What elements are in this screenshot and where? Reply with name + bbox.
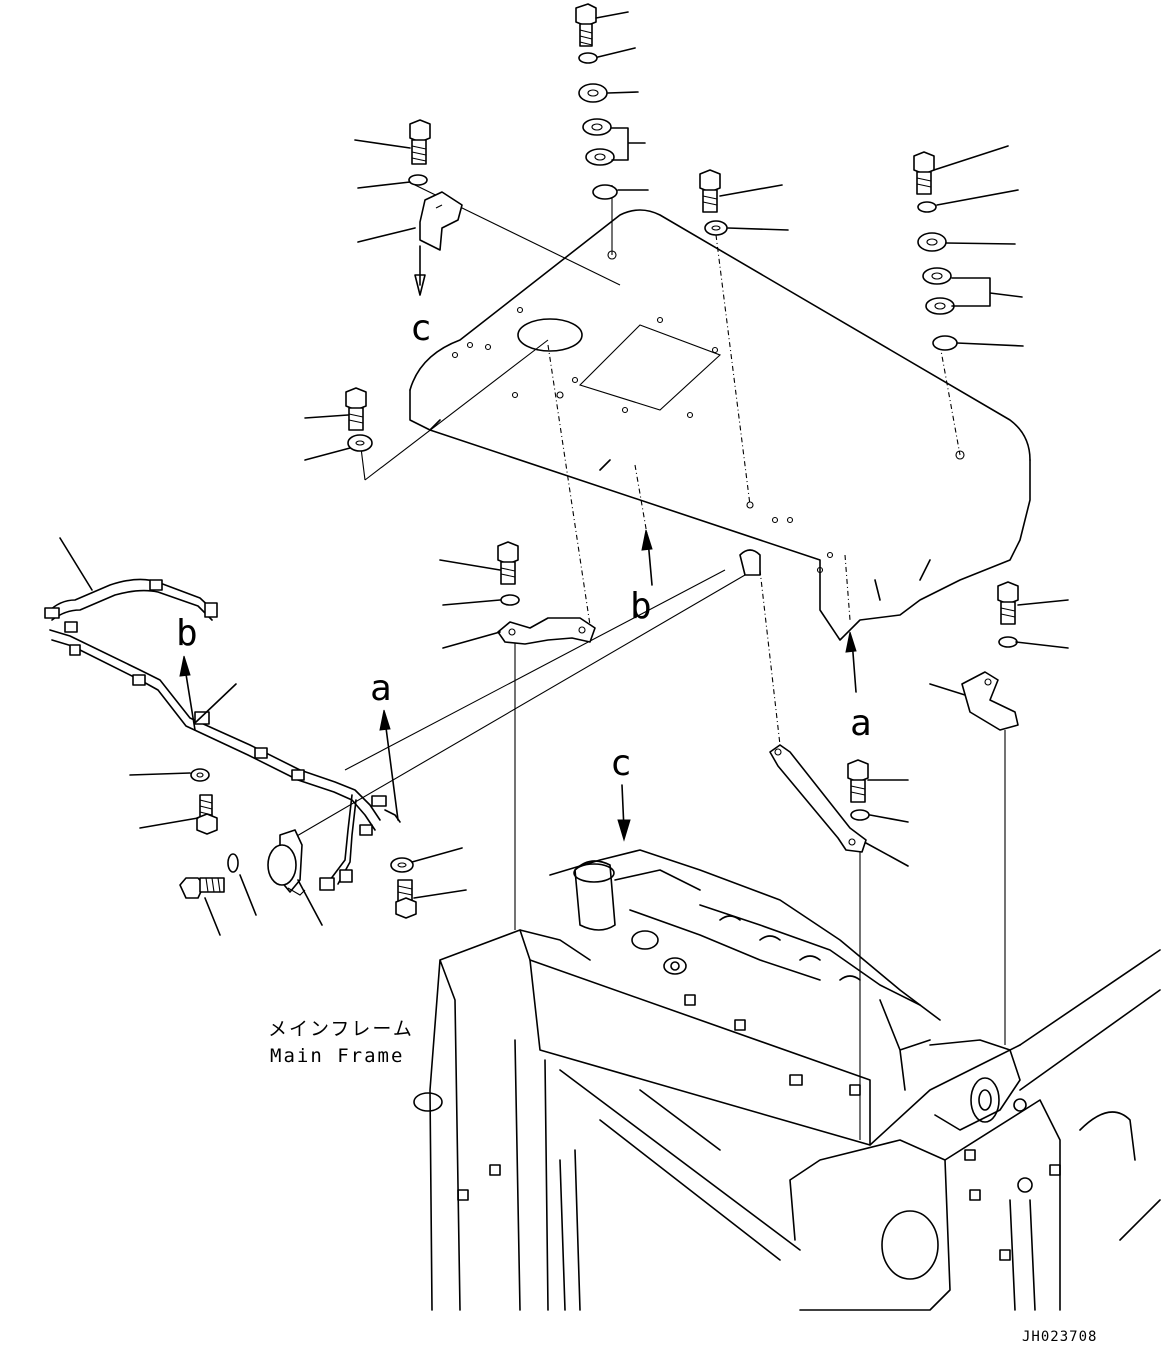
wire-harness [44, 537, 401, 891]
view-label-c-lower: c [610, 743, 632, 784]
upper-left-bracket [354, 119, 463, 296]
hardware-stack-top-center [575, 3, 649, 200]
view-label-c-upper: c [410, 308, 432, 349]
lower-right-stay [769, 744, 909, 867]
view-label-b-center: b [630, 586, 652, 627]
assembly-guide-lines [289, 184, 1006, 1140]
upper-middle-bolt [699, 169, 789, 236]
main-frame-assembly [413, 849, 1161, 1311]
main-frame-label-en: Main Frame [270, 1045, 404, 1067]
view-label-a-left: a [370, 668, 392, 709]
view-arrows [179, 529, 857, 842]
left-middle-bolt [304, 387, 373, 461]
main-frame-label-jp: メインフレーム [268, 1018, 414, 1040]
diagram-labels: c c a a b b メインフレーム Main Frame JH023708 [176, 308, 1097, 1345]
top-cover-plate [409, 209, 1031, 641]
hardware-stack-upper-right [913, 145, 1024, 351]
view-label-b-left: b [176, 613, 198, 654]
left-harness-hardware [129, 768, 467, 936]
right-bracket [929, 581, 1069, 731]
view-label-a-right: a [850, 703, 872, 744]
center-bracket [439, 541, 596, 649]
drawing-code: JH023708 [1022, 1329, 1097, 1345]
